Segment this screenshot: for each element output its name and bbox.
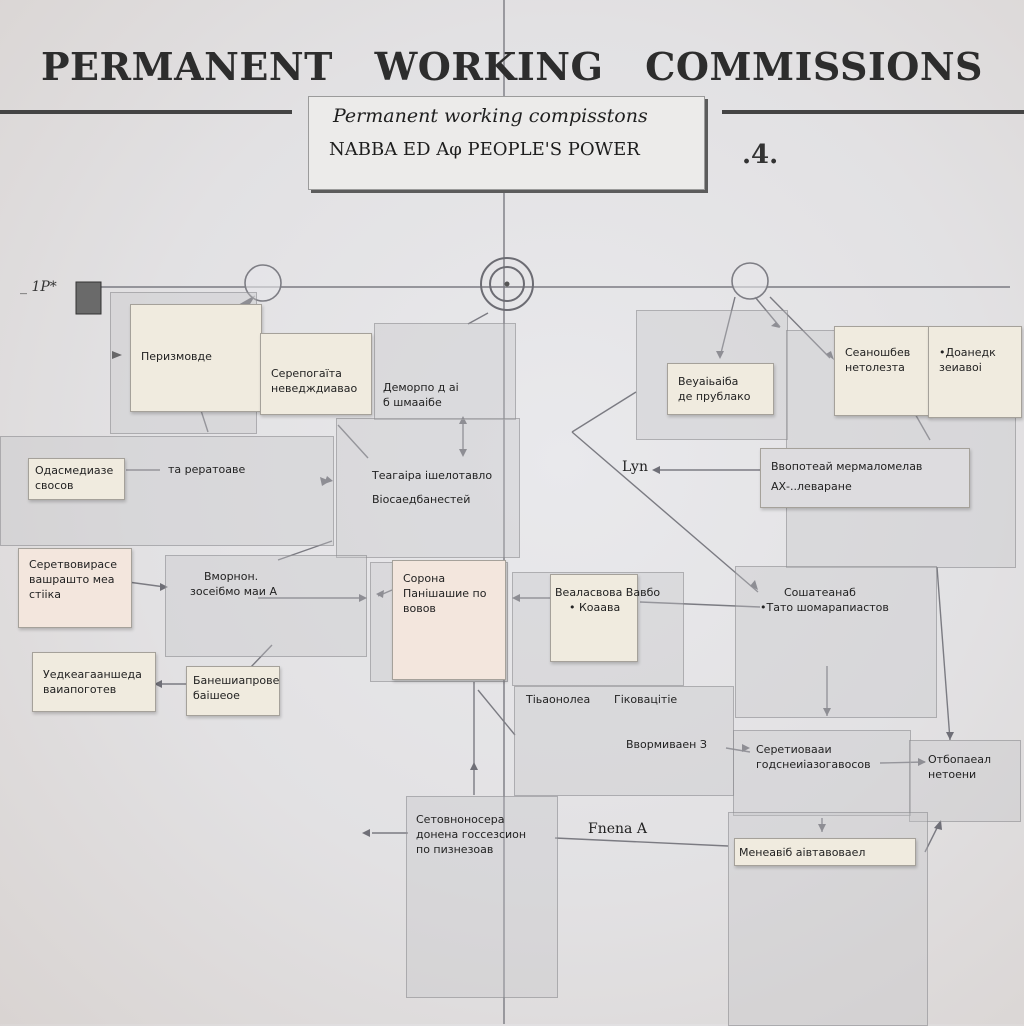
box-vvopoteai: Ввопотеай мермаломелав АХ-..леваране [760,448,970,508]
corner-mark: .4. [742,140,779,170]
box-serepogaita: Серепогаїта неведждиавао [260,333,372,415]
subtitle-plaque: Permanent working compisstons NABBA ED A… [308,96,705,190]
box-seretiovaai: Серетиовааи годснеиіазогавосов [756,742,871,772]
box-text: Сорона [403,572,446,585]
box-text: та рератоаве [168,463,246,476]
box-seretvovirase: Серетвовирасе вашрашто меа стііка [18,548,132,628]
box-text: ваиапоготев [43,683,117,696]
box-text: • Коаава [569,601,621,614]
box-text: Перизмовде [141,350,212,363]
box-text: годснеиіазогавосов [756,758,871,771]
box-text: нетоени [928,768,977,781]
box-meneavib: Менеавіб аівтавоваел [734,838,916,866]
subtitle-line-2: NABBA ED Aφ PEOPLE'S POWER [329,139,640,160]
box-text: свосов [35,479,74,492]
box-odasmediaze: Одасмедиазе свосов [28,458,125,500]
box-text: Ввопотеай мермаломелав [771,460,923,473]
box-text: нетолезта [845,361,905,374]
box-text: •Доанедк [939,346,996,359]
box-ta-reratoave: та рератоаве [168,462,245,477]
box-text: стііка [29,588,61,601]
box-text: б шмааібе [383,396,442,409]
box-banesh: Банешиапрове баішеое [186,666,280,716]
box-teagaira: Теагаіра ішелотавло Віосаедбанестей [372,464,492,512]
label-lyn: Lyn [622,459,648,475]
box-text: Сетовноносера [416,813,505,826]
box-vvormivaen: Ввормиваен З [626,737,707,752]
box-text: Деморпо д аі [383,381,459,394]
panel [336,418,520,558]
box-tionolea: Тіьаонолеа Гіковацітіе [526,692,677,707]
box-text: Веаласвова Вавбо [555,586,661,599]
title-rule-left [0,110,292,114]
box-text: Ввормиваен З [626,738,707,751]
box-text: Теагаіра ішелотавло [372,469,493,482]
panel [165,555,367,657]
box-text: Тіьаонолеа [526,693,591,706]
panel [374,323,516,420]
panel [406,796,558,998]
box-uedkeagaanshe: Уедкеагааншеда ваиапоготев [32,652,156,712]
left-marker: _ 1P* [20,279,57,295]
box-text: Одасмедиазе [35,464,114,477]
box-text: вашрашто меа [29,573,115,586]
box-text: зеиавоі [939,361,982,374]
panel [514,686,734,796]
box-text: Уедкеагааншеда [43,668,142,681]
box-text: Серепогаїта [271,367,342,380]
box-text: донена госсезсион [416,828,527,841]
box-veuaialiba: Веуаіьаіба де прублако [667,363,774,415]
box-vealasvova: Веаласвова Вавбо • Коаава [550,574,661,662]
box-sorona: Сорона Панішашие по вовов [392,560,506,680]
box-text: Панішашие по [403,587,487,600]
box-text: Серетиовааи [756,743,832,756]
box-soshateanab: Сошатеанаб •Тато шомарапиастов [760,585,889,615]
label-flena: Fnena A [588,821,647,837]
box-text: Сеаношбев [845,346,911,359]
box-text: де прублако [678,390,751,403]
title-rule-right [722,110,1024,114]
box-demorpo: Деморпо д аі б шмааібе [383,380,459,410]
box-otbopaeal: Отбопаеал нетоени [928,752,991,782]
box-text: Серетвовирасе [29,558,117,571]
box-text: Сошатеанаб [784,586,856,599]
box-text: Веуаіьаіба [678,375,739,388]
page-title: PERMANENT WORKING COMMISSIONS [40,44,984,89]
box-seanoshbev: Сеаношбев нетолезта [834,326,930,416]
box-text: неведждиавао [271,382,358,395]
box-text: зосеібмо маи А [190,585,277,598]
panel [909,740,1021,822]
subtitle-line-1: Permanent working compisstons [333,105,648,127]
box-text: Гіковацітіе [614,693,678,706]
box-text: баішеое [193,689,240,702]
box-vmornon: Вморнон. зосеібмо маи А [190,569,277,599]
box-setovnonosera: Сетовноносера донена госсезсион по пизне… [416,812,526,857]
box-perizmovde: Перизмовде [130,304,262,412]
box-text: •Тато шомарапиастов [760,601,889,614]
panel [733,730,911,816]
box-text: по пизнезоав [416,843,494,856]
box-text: АХ-..леваране [771,480,852,493]
box-text: Віосаедбанестей [372,493,471,506]
box-text: вовов [403,602,436,615]
box-doanedk: •Доанедк зеиавоі [928,326,1022,418]
box-text: Вморнон. [204,570,259,583]
box-text: Менеавіб аівтавоваел [739,846,866,859]
panel [735,566,937,718]
box-text: Банешиапрове [193,674,280,687]
box-text: Отбопаеал [928,753,992,766]
